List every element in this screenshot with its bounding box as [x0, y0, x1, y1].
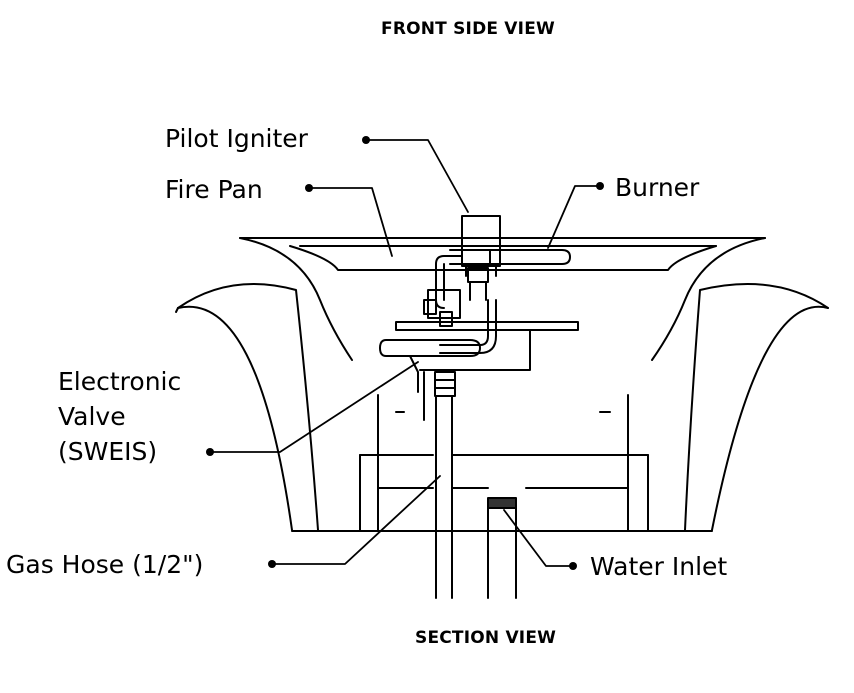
gas-hose-label: Gas Hose (1/2"): [6, 550, 204, 579]
burner-label: Burner: [615, 173, 700, 202]
callout-leaders: [209, 139, 601, 567]
burner-tube: [449, 249, 571, 265]
water-inlet-label: Water Inlet: [590, 552, 728, 581]
water-inlet-pipe: [487, 497, 517, 599]
section-view-title: SECTION VIEW: [415, 628, 557, 648]
callout-dots: [206, 136, 604, 570]
fire-pan-label: Fire Pan: [165, 175, 263, 204]
electronic-valve-label-line2: Valve: [58, 402, 126, 431]
electronic-valve-label-line1: Electronic: [58, 367, 182, 396]
pilot-igniter-box: [435, 215, 501, 354]
valve-body: [379, 289, 579, 421]
bowl-outer-left: [175, 283, 319, 531]
front-side-view-title: FRONT SIDE VIEW: [381, 19, 555, 39]
gas-hose-pipe: [434, 371, 456, 599]
electronic-valve-label-line3: (SWEIS): [58, 437, 158, 466]
bowl-inner-walls: [359, 394, 649, 532]
fire-pan-shape: [239, 237, 766, 361]
bowl-outer-right: [684, 283, 829, 531]
pilot-igniter-label: Pilot Igniter: [165, 124, 308, 153]
